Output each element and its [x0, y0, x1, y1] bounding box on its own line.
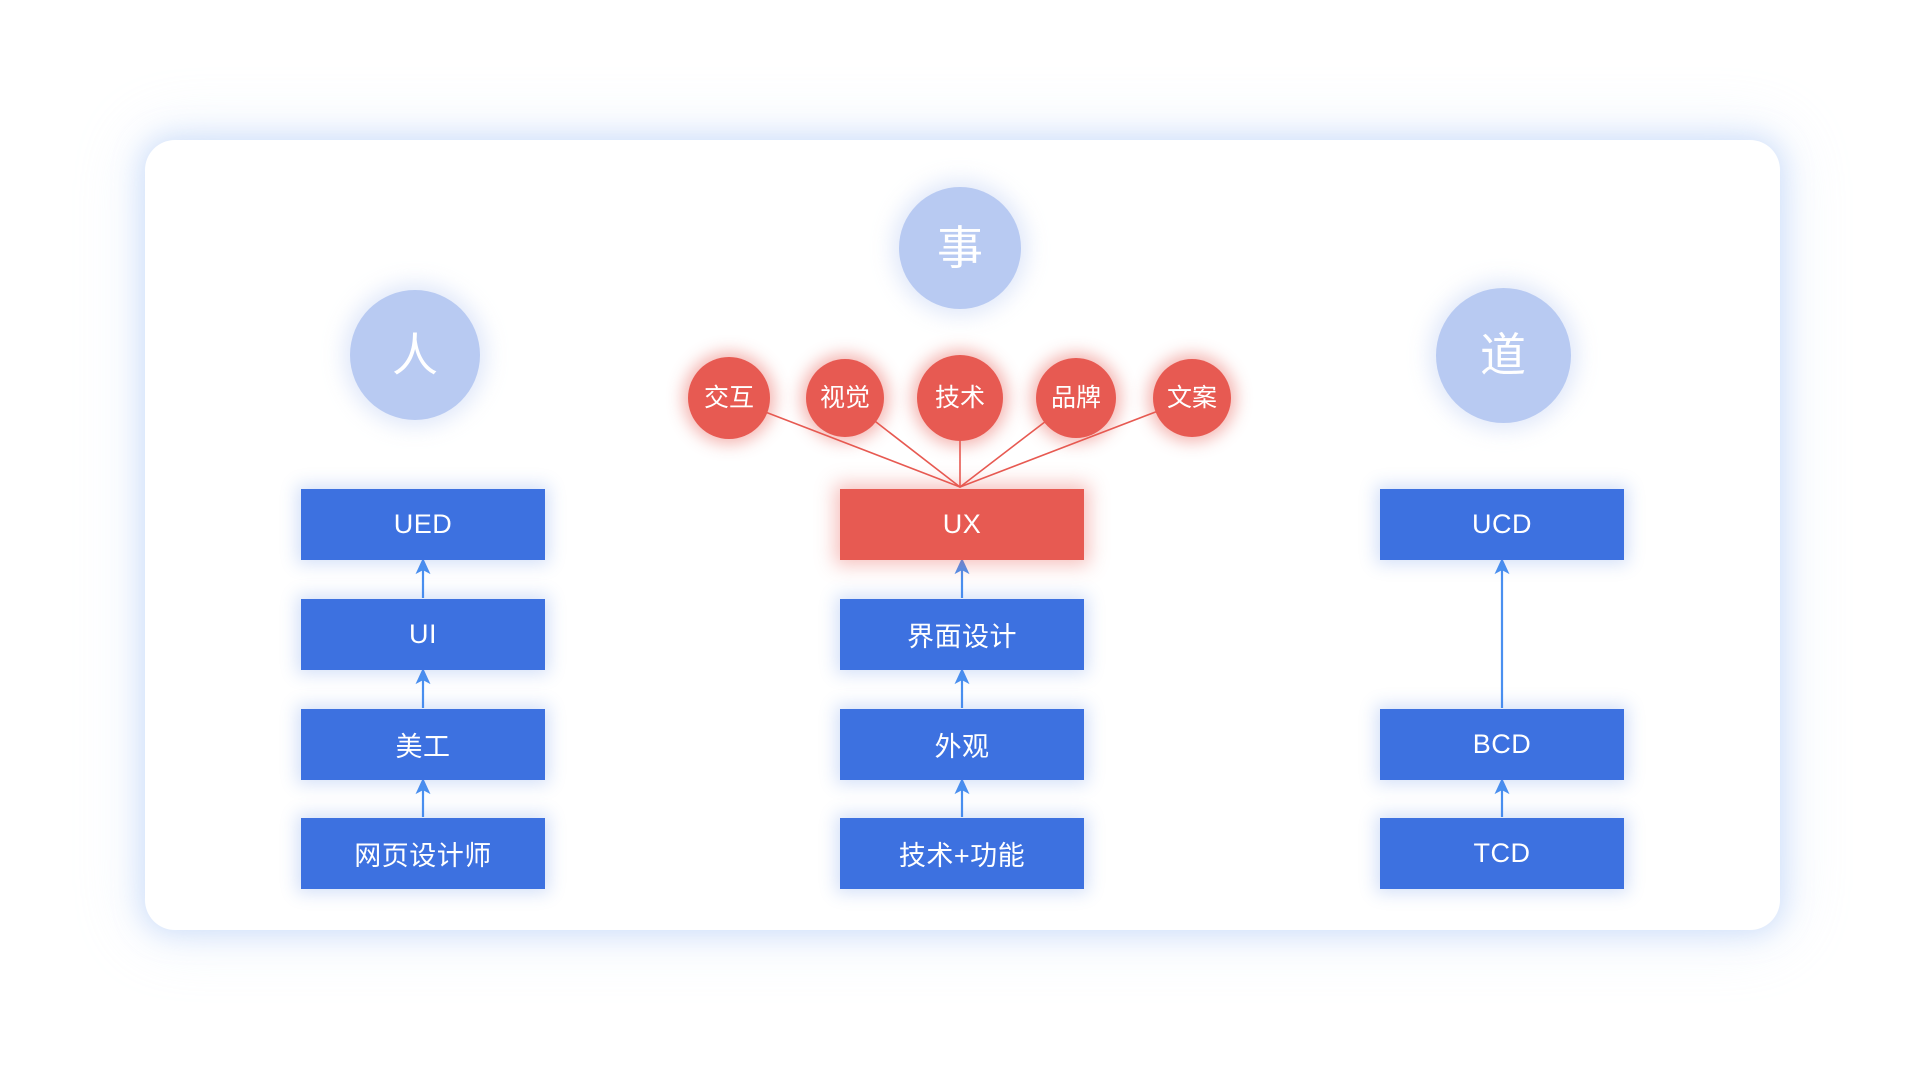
heading-circle-dao: 道: [1435, 287, 1571, 423]
facet-circle-technology[interactable]: 技术: [917, 355, 1003, 441]
heading-circle-label: 事: [937, 222, 983, 274]
node-box[interactable]: 美工: [301, 709, 545, 780]
facet-circle-interaction[interactable]: 交互: [688, 357, 770, 439]
node-box-label: 技术+功能: [898, 841, 1026, 871]
facet-circle-label: 交互: [703, 383, 754, 412]
facet-circle-label: 文案: [1166, 383, 1217, 412]
node-box-label: BCD: [1472, 729, 1532, 759]
facet-circle-label: 视觉: [819, 383, 870, 412]
node-box-label: UCD: [1472, 509, 1532, 539]
facet-circle-label: 技术: [934, 383, 985, 412]
facet-circle-label: 品牌: [1050, 383, 1101, 412]
facet-circle-copywriting[interactable]: 文案: [1153, 359, 1231, 437]
node-box[interactable]: 界面设计: [840, 599, 1084, 670]
node-box[interactable]: 外观: [840, 709, 1084, 780]
node-box-label: UED: [393, 509, 453, 539]
node-box-label: TCD: [1473, 838, 1531, 868]
node-box[interactable]: 技术+功能: [840, 818, 1084, 889]
node-box[interactable]: 网页设计师: [301, 818, 545, 889]
node-box-label: 网页设计师: [354, 841, 492, 871]
heading-circle-ren: 人: [350, 290, 480, 420]
node-box[interactable]: UCD: [1380, 489, 1624, 560]
node-box-label: 界面设计: [907, 622, 1017, 652]
facet-circle-visual[interactable]: 视觉: [806, 359, 884, 437]
node-box-label: UX: [942, 509, 982, 539]
node-box[interactable]: TCD: [1380, 818, 1624, 889]
heading-circle-label: 道: [1480, 329, 1526, 381]
node-box[interactable]: UI: [301, 599, 545, 670]
node-box[interactable]: UX: [840, 489, 1084, 560]
heading-circle-label: 人: [392, 329, 438, 381]
node-box-label: 外观: [934, 732, 990, 762]
facet-circle-brand[interactable]: 品牌: [1036, 358, 1116, 438]
node-box-label: UI: [409, 619, 437, 649]
heading-circle-shi: 事: [899, 187, 1021, 309]
node-box[interactable]: BCD: [1380, 709, 1624, 780]
node-box[interactable]: UED: [301, 489, 545, 560]
node-box-label: 美工: [395, 732, 451, 762]
